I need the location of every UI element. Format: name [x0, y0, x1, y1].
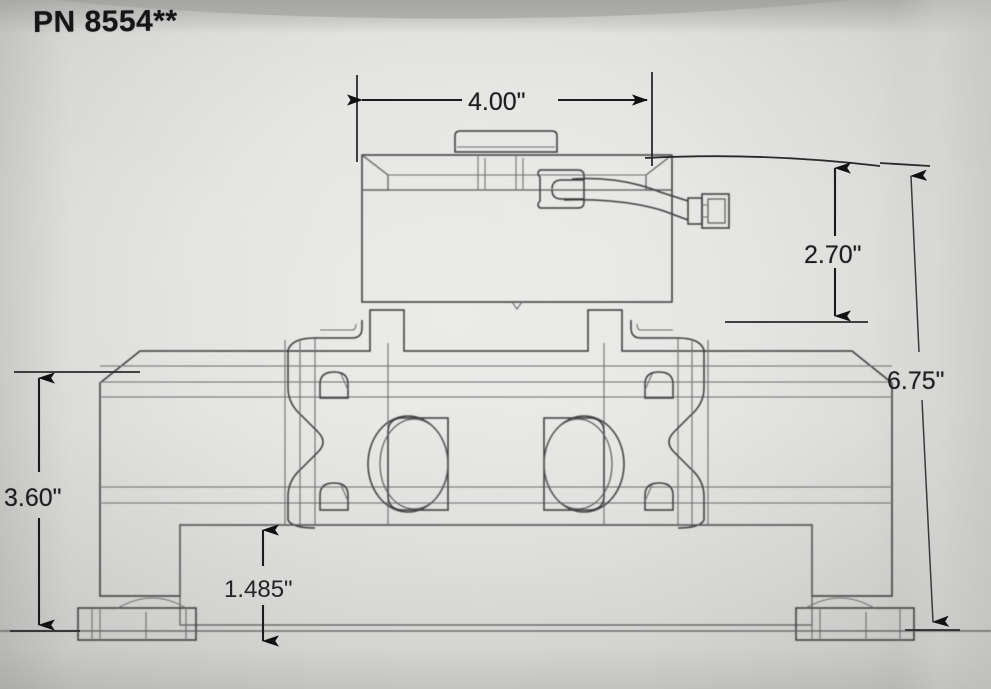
foot-left-arch [117, 597, 187, 609]
port-right-inner [543, 418, 613, 510]
dim-line-6-75-up [910, 169, 928, 353]
bolt-hole-lower-right-inner [644, 484, 653, 502]
bolt-hole-upper-left [319, 371, 349, 399]
wire-upper [571, 177, 689, 202]
mounting-flange-right [630, 320, 705, 529]
flange-left-top-tab-2 [320, 323, 357, 331]
bolt-hole-lower-left-inner [340, 484, 349, 502]
lower-body [99, 309, 893, 597]
dim-label-2-70: 2.70" [804, 241, 862, 269]
electrical-connector-seam [702, 204, 708, 218]
housing-outline [361, 154, 673, 303]
wire-lower [563, 199, 689, 221]
bolt-hole-upper-left-inner [340, 373, 349, 391]
dimension-upper-body-height: 2.70" [644, 155, 881, 323]
dimension-base-height: 1.485" [224, 524, 293, 647]
solenoid-housing [361, 130, 673, 310]
flange-right-profile [668, 337, 705, 529]
dimension-lower-body-height: 3.60" [4, 371, 140, 632]
port-bore-right [543, 415, 625, 513]
flange-right-top-tab [630, 320, 678, 339]
mounting-flange-left [287, 320, 363, 529]
top-cap [454, 130, 558, 153]
wire-grommet-inner [551, 179, 584, 190]
base-block-outline [179, 524, 813, 626]
port-right-housing [543, 417, 605, 511]
dimension-width-overall: 4.00" [347, 72, 653, 166]
lower-body-outline [99, 309, 893, 597]
housing-chamfer-left [361, 154, 389, 191]
ext-line-top-6-75 [879, 162, 931, 167]
electrical-lead [537, 169, 730, 229]
wire-grommet [537, 169, 585, 209]
foot-right-body [795, 607, 915, 641]
bolt-hole-upper-right-inner [644, 373, 653, 391]
electrical-connector-latch [707, 198, 726, 224]
foot-right [795, 597, 915, 641]
dim-label-6-75: 6.75" [887, 367, 945, 395]
ext-line-top-2-70 [644, 155, 881, 167]
bolt-hole-lower-left [319, 482, 349, 511]
port-left-inner [379, 418, 449, 510]
bolt-hole-upper-right [644, 371, 674, 399]
header-shadow-band-upper [0, 0, 991, 34]
dim-label-3-60: 3.60" [4, 484, 62, 512]
electrical-connector-body [687, 197, 703, 225]
flange-right-top-tab-2 [636, 323, 673, 331]
port-bore-left [367, 415, 449, 513]
wire-grommet-inner-2 [551, 189, 584, 200]
housing-chamfer-right [645, 154, 673, 191]
dim-label-1-485: 1.485" [224, 576, 293, 603]
housing-bottom-notch [511, 301, 523, 310]
port-left-housing [387, 417, 449, 511]
dimension-overall-height: 6.75" [879, 162, 960, 631]
page-right-edge-shading [895, 0, 991, 689]
flange-left-top-tab [315, 320, 363, 339]
foot-right-arch [805, 597, 875, 609]
dim-label-width: 4.00" [468, 88, 526, 116]
dim-line-6-75-down [921, 399, 950, 627]
base-block [179, 524, 813, 626]
foot-left [77, 597, 197, 641]
flange-left-profile [287, 337, 324, 529]
foot-left-body [77, 607, 197, 641]
bolt-hole-lower-right [644, 482, 674, 511]
